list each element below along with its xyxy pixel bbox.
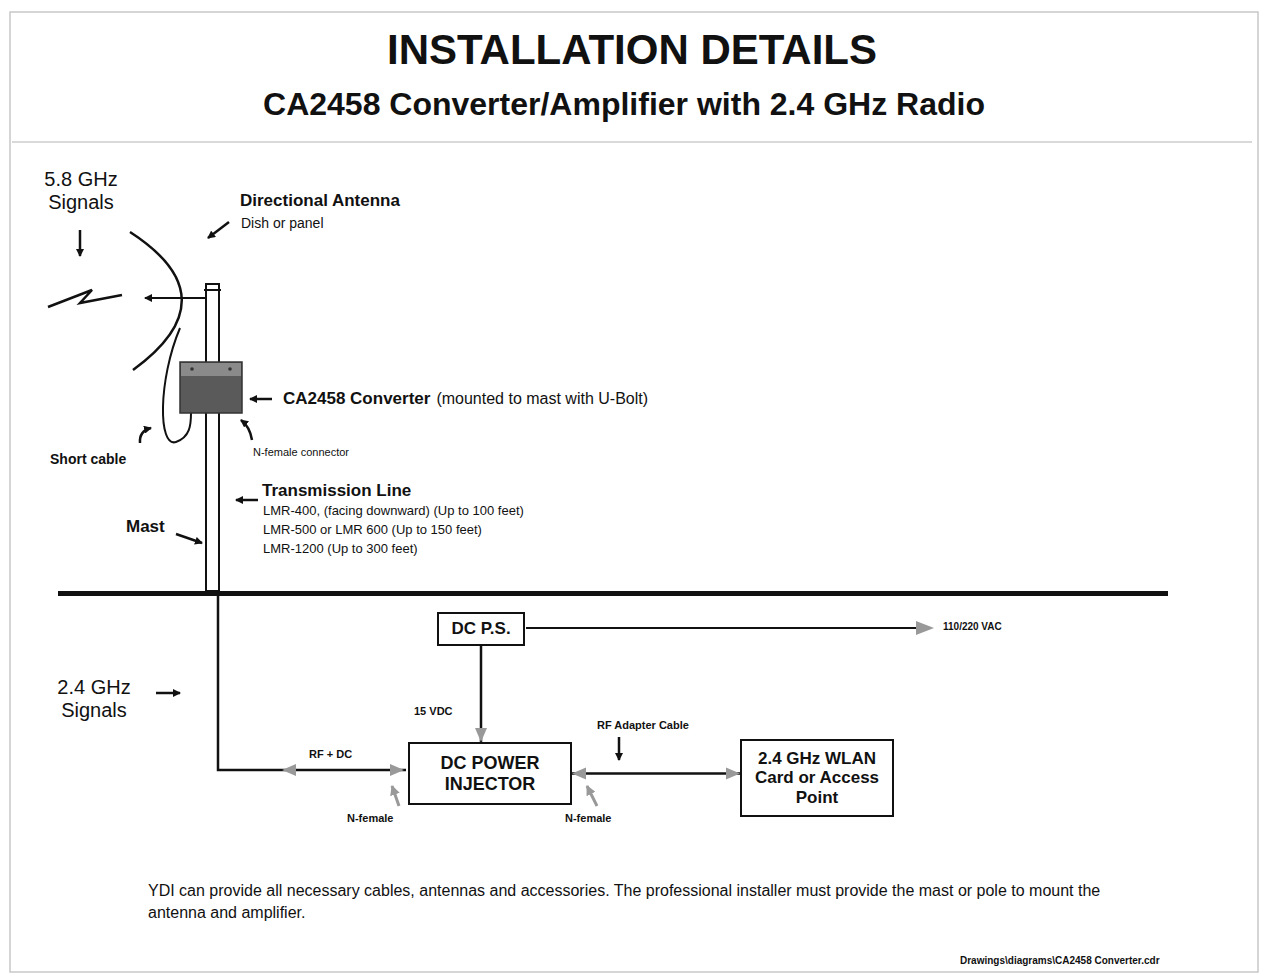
connector-label: N-female — [347, 812, 393, 825]
file-path: Drawings\diagrams\CA2458 Converter.cdr — [960, 955, 1160, 967]
connector — [475, 646, 487, 742]
leader-line — [241, 420, 252, 440]
screw — [228, 367, 232, 371]
footnote-text: YDI can provide all necessary cables, an… — [148, 880, 1148, 925]
connector-label: RF Adapter Cable — [596, 719, 690, 732]
signal-label: 5.8 GHz Signals — [36, 168, 126, 214]
box-text: DC P.S. — [451, 619, 510, 639]
leader-line — [250, 398, 272, 401]
part-note: N-female connector — [253, 446, 349, 459]
leader-line — [618, 737, 621, 760]
box-text: 2.4 GHz WLAN Card or Access Point — [748, 749, 886, 808]
connector-label: N-female — [565, 812, 611, 825]
part-label: Directional Antenna — [240, 191, 400, 211]
part-label: Mast — [126, 517, 165, 537]
signal-bolt — [48, 290, 122, 307]
leader-line — [236, 499, 258, 502]
transmission-line — [218, 596, 406, 770]
page-frame — [10, 12, 1258, 972]
diagram-title: INSTALLATION DETAILS — [0, 26, 1264, 74]
ac-line — [526, 627, 930, 629]
leader-line — [140, 428, 151, 443]
mast-cap — [204, 289, 221, 291]
arrowhead — [726, 768, 740, 780]
power-label: 110/220 VAC — [943, 621, 1002, 633]
part-label: CA2458 Converter — [283, 389, 430, 409]
box-text: DC POWER INJECTOR — [416, 753, 564, 794]
title-rule — [12, 141, 1252, 143]
leader-line — [392, 786, 399, 806]
arrowhead — [390, 764, 404, 776]
part-note: Dish or panel — [241, 215, 324, 231]
dish-antenna — [130, 232, 182, 370]
mast — [206, 284, 219, 591]
cable-spec: LMR-500 or LMR 600 (Up to 150 feet) — [263, 523, 482, 538]
connector — [572, 768, 740, 780]
ground-line — [58, 591, 1168, 596]
leader-line — [587, 786, 597, 806]
arrowhead — [475, 728, 487, 742]
leader-line — [208, 222, 229, 238]
connector-label: 15 VDC — [413, 705, 454, 718]
arrowhead — [572, 768, 586, 780]
leader-line — [156, 692, 180, 695]
part-label: Transmission Line — [262, 481, 411, 501]
converter-housing — [180, 362, 242, 413]
antenna-feed — [145, 297, 206, 299]
connector-line — [572, 772, 740, 775]
power-supply-box: DC P.S. — [437, 612, 525, 646]
cable-spec: LMR-1200 (Up to 300 feet) — [263, 542, 418, 557]
arrowhead — [282, 764, 296, 776]
screw — [190, 367, 194, 371]
leader-line — [176, 534, 202, 543]
leader-line — [79, 230, 82, 256]
part-label: Short cable — [50, 451, 126, 467]
diagram-subtitle: CA2458 Converter/Amplifier with 2.4 GHz … — [0, 86, 1256, 123]
injector-box: DC POWER INJECTOR — [408, 742, 572, 805]
radio-box: 2.4 GHz WLAN Card or Access Point — [740, 739, 894, 817]
converter-lid — [181, 363, 241, 376]
arrowhead — [916, 621, 934, 635]
signal-label: RF + DC — [309, 748, 352, 761]
part-note: (mounted to mast with U-Bolt) — [436, 390, 648, 408]
cable-spec: LMR-400, (facing downward) (Up to 100 fe… — [263, 504, 524, 519]
signal-label: 2.4 GHz Signals — [40, 676, 148, 722]
connector-line — [480, 646, 483, 742]
